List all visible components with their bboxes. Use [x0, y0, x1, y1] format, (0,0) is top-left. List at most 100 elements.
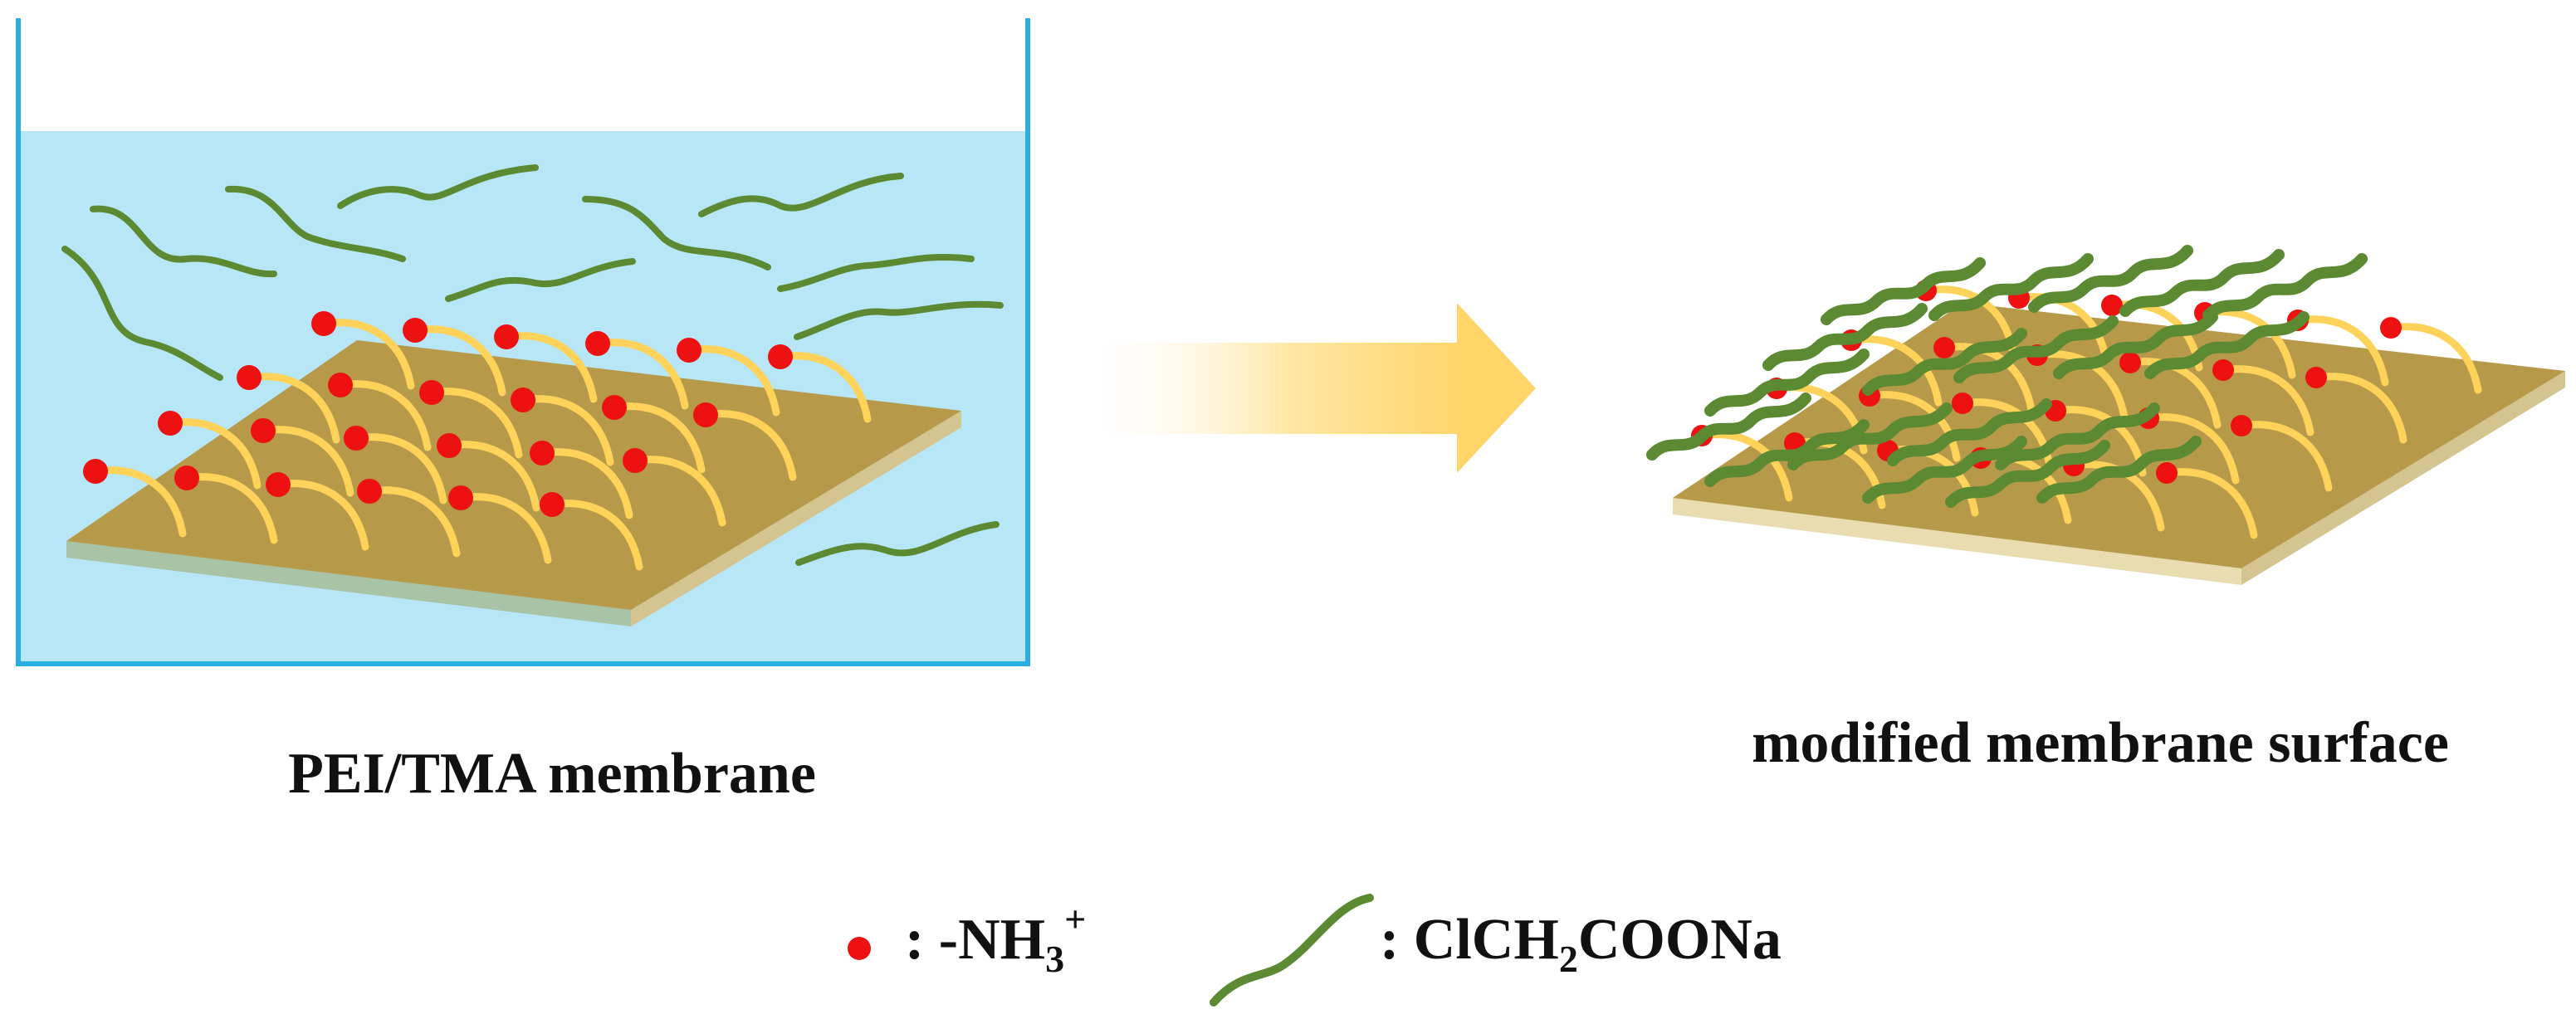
- free-reagent-molecule: [225, 185, 406, 262]
- reaction-arrow: [1079, 303, 1536, 473]
- arrow-head: [1457, 303, 1536, 473]
- amine-dot: [419, 380, 444, 405]
- amine-dot: [2212, 359, 2234, 381]
- free-reagent-molecules: [61, 164, 1004, 566]
- grafted-reagent-chain: [1862, 328, 2027, 396]
- amine-dot: [677, 338, 701, 363]
- grafted-reagent-chain: [2028, 245, 2193, 313]
- polymer-chain: [2387, 323, 2482, 394]
- polymer-chain: [2163, 468, 2258, 539]
- polymer-chain: [245, 373, 340, 444]
- amine-dot: [83, 459, 108, 484]
- membrane-top: [1673, 303, 2565, 568]
- free-reagent-molecule: [795, 521, 1000, 566]
- free-reagent-molecule: [698, 173, 904, 217]
- polymer-chain: [320, 319, 415, 390]
- amine-dot: [448, 485, 473, 510]
- amine-dot: [540, 492, 565, 517]
- amine-dot: [585, 331, 610, 356]
- membrane-edge: [66, 541, 631, 626]
- pei-tma-membrane: [66, 311, 961, 626]
- polymer-chain: [274, 480, 369, 551]
- amine-legend-icon: [848, 937, 871, 960]
- amine-dot: [237, 365, 262, 390]
- membrane-side: [2241, 371, 2565, 585]
- polymer-chain: [631, 456, 726, 527]
- polymer-chain: [2126, 358, 2222, 429]
- polymer-chain: [166, 418, 262, 490]
- left-label: PEI/TMA membrane: [288, 742, 816, 806]
- reagent-legend-icon: [1210, 894, 1374, 1007]
- amine-dot: [266, 472, 291, 497]
- polymer-chain: [2070, 461, 2165, 532]
- polymer-chain: [548, 500, 643, 571]
- grafted-reagent-chain: [2119, 249, 2285, 317]
- grafted-reagent-chain: [1887, 398, 2052, 466]
- polymer-chain: [365, 486, 461, 558]
- free-reagent-molecule: [582, 196, 771, 271]
- reagent-legend-label: : ClCH2COONa: [1380, 908, 1782, 980]
- polymer-chains: [91, 319, 872, 571]
- amine-dot: [251, 418, 276, 443]
- polymer-chain: [352, 433, 447, 505]
- amine-dot: [693, 402, 718, 427]
- grafted-reagent-chain: [1821, 257, 1986, 325]
- polymer-chain: [91, 466, 187, 538]
- amine-dot: [2380, 317, 2402, 339]
- right-label: modified membrane surface: [1752, 711, 2449, 775]
- amine-dot: [602, 395, 627, 420]
- polymer-chain: [2312, 373, 2407, 444]
- amine-dot: [174, 466, 199, 490]
- polymer-chain: [594, 339, 689, 410]
- grafted-reagent-chain: [1704, 419, 1870, 487]
- amine-dot: [357, 479, 382, 504]
- polymer-chain: [701, 410, 797, 481]
- polymer-chain: [183, 473, 278, 544]
- grafted-reagent-chain: [1787, 402, 1953, 470]
- free-reagent-molecule: [337, 164, 539, 209]
- polymer-chain: [336, 380, 432, 451]
- amine-dot: [437, 433, 462, 458]
- reagent-legend-subscript: 2: [1559, 938, 1578, 980]
- polymer-chain: [2015, 293, 2110, 364]
- amine-legend-subscript: 3: [1045, 938, 1064, 980]
- amine-dot: [511, 388, 535, 412]
- amine-dot: [2231, 415, 2252, 436]
- free-reagent-molecule: [777, 254, 975, 292]
- grafted-reagent-chain: [1704, 349, 1870, 417]
- grafted-reagent-chain: [1953, 315, 2119, 383]
- polymer-chain: [538, 448, 633, 519]
- arrow-shaft: [1079, 343, 1461, 434]
- amine-dot: [2156, 462, 2178, 484]
- amine-dot: [768, 344, 793, 369]
- modified-membrane: [1646, 245, 2565, 585]
- polymer-chain: [445, 441, 540, 512]
- amine-legend-label: : -NH3+: [905, 898, 1086, 980]
- amine-dot: [2101, 295, 2123, 316]
- membrane-edge: [1673, 498, 2241, 585]
- amine-dot: [1952, 392, 1973, 414]
- amine-dot: [344, 426, 369, 451]
- polymer-chain: [428, 388, 523, 459]
- amine-dot: [328, 373, 353, 397]
- grafted-reagent-chain: [2144, 311, 2310, 379]
- polymer-chain: [2294, 315, 2389, 387]
- free-reagent-molecule: [90, 205, 277, 278]
- free-reagent-molecule: [61, 246, 223, 381]
- polymer-chain: [457, 493, 552, 564]
- amine-dot: [2119, 352, 2141, 373]
- reagent-legend-suffix: COONa: [1578, 908, 1782, 972]
- polymer-chain: [2144, 413, 2240, 485]
- amine-dot: [1933, 337, 1955, 358]
- grafted-reagent-chain: [1646, 392, 1811, 461]
- amine-dot: [403, 318, 428, 343]
- free-reagent-molecule: [445, 258, 636, 302]
- grafted-reagent-chain: [2053, 311, 2218, 379]
- amine-dot: [623, 448, 648, 473]
- polymer-chain: [519, 395, 614, 466]
- polymer-chain: [776, 352, 872, 423]
- polymer-chain: [610, 402, 706, 474]
- polymer-chain: [685, 345, 780, 417]
- amine-dot: [158, 411, 183, 436]
- amine-dot: [530, 441, 555, 466]
